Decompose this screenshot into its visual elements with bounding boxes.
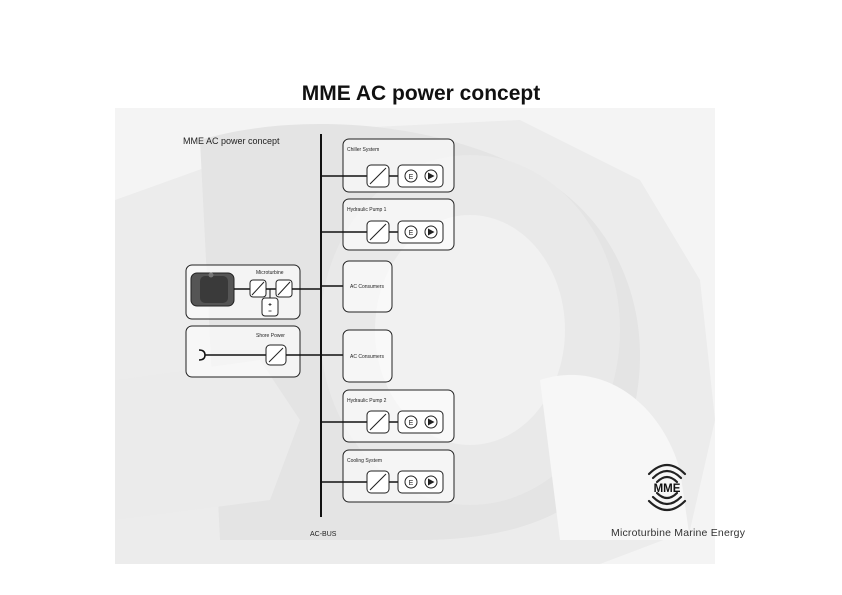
hydraulic-pump-1-label: Hydraulic Pump 1 — [347, 207, 387, 213]
motor-symbol-label: E — [409, 480, 414, 487]
brand-name: Microturbine Marine Energy — [611, 527, 746, 539]
hydraulic-pump-2-box: Hydraulic Pump 2 E — [321, 389, 455, 443]
hydraulic-pump-2-label: Hydraulic Pump 2 — [347, 398, 387, 404]
motor-symbol-label: E — [409, 230, 414, 237]
ac-bus-label: AC-BUS — [310, 531, 337, 538]
shore-power-box: Shore Power — [185, 325, 321, 378]
mme-logo-text: MME — [654, 483, 681, 495]
hydraulic-pump-1-box: Hydraulic Pump 1 E — [321, 198, 455, 251]
shore-power-label: Shore Power — [256, 333, 285, 339]
pump-icon — [428, 228, 435, 236]
diagram-heading: MME AC power concept — [183, 136, 280, 146]
pump-icon — [428, 418, 435, 426]
motor-symbol-label: E — [409, 174, 414, 181]
microturbine-box: Microturbine — [185, 264, 321, 320]
motor-symbol-label: E — [409, 420, 414, 427]
cooling-system-label: Cooling System — [347, 458, 382, 464]
chiller-system-label: Chiller System — [347, 147, 379, 153]
pump-icon — [428, 478, 435, 486]
battery-icon — [261, 297, 279, 317]
chiller-system-box: Chiller System E — [321, 138, 455, 193]
ac-consumers-1-box: AC Consumers — [321, 260, 393, 313]
ac-consumers-2-box: AC Consumers — [321, 329, 393, 383]
pump-icon — [428, 172, 435, 180]
slide-title: MME AC power concept — [301, 82, 541, 105]
ac-consumers-2-label: AC Consumers — [350, 354, 384, 360]
microturbine-label: Microturbine — [256, 270, 284, 276]
cooling-system-box: Cooling System E — [321, 449, 455, 503]
ac-consumers-1-label: AC Consumers — [350, 284, 384, 290]
mme-logo-icon: MME — [647, 463, 687, 512]
